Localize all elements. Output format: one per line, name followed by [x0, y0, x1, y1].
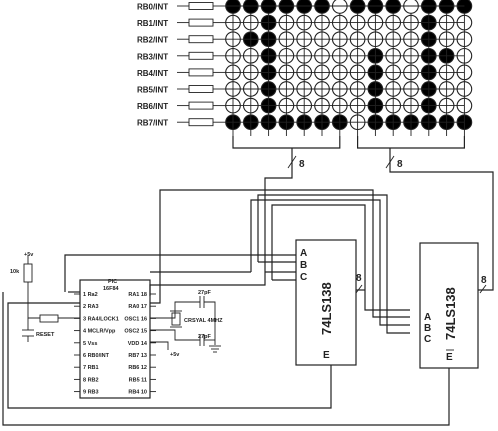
pic-title-2: 16F84: [103, 286, 120, 292]
row-label: RB2/INT: [137, 36, 168, 45]
row-resistor: [188, 35, 214, 44]
pic-left-pin-label: 3 RA4/LOCK1: [83, 316, 119, 322]
decoder-1-input-a: A: [300, 248, 307, 259]
row-resistor: [188, 2, 214, 10]
led-matrix: [225, 0, 473, 131]
enable-wire-2: [2, 292, 450, 426]
pic-left-pin-label: 5 Vss: [83, 341, 97, 347]
bus-label-right: 8: [397, 159, 403, 170]
led-dot: [403, 0, 419, 14]
row-resistor: [188, 85, 214, 93]
pic-right-pin-label: RB6 12: [128, 365, 147, 371]
row-label: RB4/INT: [137, 69, 168, 78]
pic-right-pins: RA1 18 RA0 17 OSC1 16 OSC2 15 VDD 14 RB7 13 RB…: [124, 292, 156, 396]
row-resistors: [188, 2, 214, 127]
osc-cap2-label: 27pF: [198, 334, 211, 340]
pic-right-pin-label: RA1 18: [128, 292, 147, 298]
vdd-label: +5v: [170, 352, 180, 358]
decoder-1-name: 74LS138: [319, 282, 334, 335]
bus-label-left: 8: [299, 159, 305, 170]
decoder-1-bus-slash: [355, 284, 363, 294]
pic-body: [79, 279, 151, 399]
pic-left-pin-label: 1 Ra2: [83, 292, 98, 298]
pic-left-pin-label: 8 RB2: [83, 377, 99, 383]
led-dot: [349, 0, 366, 14]
led-dot: [456, 0, 473, 14]
decoder-2-bus-slash: [479, 284, 487, 294]
pic-left-pin-label: 2 RA3: [83, 304, 99, 310]
enable-wire-1: [7, 302, 332, 409]
row-labels: RB0/INT RB1/INT RB2/INT RB3/INT RB4/INT RB5/I…: [137, 3, 168, 128]
decoder-2-input-c: C: [424, 334, 431, 345]
pic-right-pin-label: VDD 14: [128, 341, 148, 347]
row-label: RB3/INT: [137, 52, 168, 61]
led-dot: [296, 0, 313, 14]
reset-button-label: RESET: [36, 332, 55, 338]
decoder-2-input-b: B: [424, 323, 431, 334]
pic-left-pins: 1 Ra2 2 RA3 3 RA4/LOCK1 4 MCLR/Vpp 5 Vss 6 RB…: [74, 292, 119, 396]
decoder-2-enable: E: [446, 352, 453, 363]
pic-right-pin-label: RB4 10: [128, 390, 147, 396]
row-label: RB0/INT: [137, 3, 168, 12]
row-label: RB6/INT: [137, 102, 168, 111]
pic-right-pin-label: RB5 11: [129, 377, 147, 383]
led-dot: [278, 0, 295, 14]
led-dot: [438, 0, 455, 14]
column-bus-left: [232, 136, 341, 149]
row-resistor: [188, 68, 214, 77]
row-label: RB5/INT: [137, 86, 168, 95]
decoder-1-body: [295, 239, 357, 366]
row-resistor: [188, 51, 214, 60]
led-dot: [225, 0, 241, 14]
reset-circuit: [22, 255, 80, 342]
row-label: RB1/INT: [137, 19, 168, 28]
pic-right-pin-label: RA0 17: [128, 304, 147, 310]
led-dot: [420, 0, 437, 14]
pic-right-pin-label: OSC1 16: [124, 316, 147, 322]
row-label: RB7/INT: [137, 119, 168, 128]
decoder-2-input-a: A: [424, 312, 431, 323]
led-dot: [242, 0, 259, 14]
row-resistor: [188, 118, 214, 127]
pic-right-pin-label: RB7 13: [128, 353, 147, 359]
led-dot: [385, 0, 402, 14]
column-bus-right: [357, 136, 465, 149]
decoder-1-input-c: C: [300, 272, 307, 283]
oscillator-circuit: [150, 296, 221, 353]
row-resistor: [188, 18, 214, 27]
pic-left-pin-label: 7 RB1: [83, 365, 99, 371]
row-resistor: [188, 101, 214, 110]
decoder-1-bus-width: 8: [356, 273, 362, 284]
reset-resistor-label: 10k: [10, 269, 20, 275]
vdd-wire: [150, 341, 169, 350]
led-dot: [331, 0, 348, 14]
led-dot: [367, 0, 384, 14]
decoder-2-bus-width: 8: [481, 275, 487, 286]
pic-right-pin-label: OSC2 15: [124, 329, 147, 335]
pic-left-pin-label: 4 MCLR/Vpp: [83, 329, 116, 335]
pic-title-1: PIC: [108, 279, 117, 285]
osc-cap1-label: 27pF: [198, 290, 211, 296]
led-dot: [260, 0, 277, 14]
decoder-2-name: 74LS138: [443, 287, 458, 340]
pic-left-pin-label: 6 RB0/INT: [83, 353, 110, 359]
reset-vcc-label: +5v: [24, 252, 34, 258]
pic-left-pin-label: 9 RB3: [83, 390, 99, 396]
matrix-wiring: [177, 5, 465, 153]
decoder-1-input-b: B: [300, 260, 307, 271]
osc-crystal-label: CRSYAL 4MHZ: [184, 318, 223, 324]
led-dot: [314, 0, 330, 14]
decoder-1-enable: E: [323, 350, 330, 361]
